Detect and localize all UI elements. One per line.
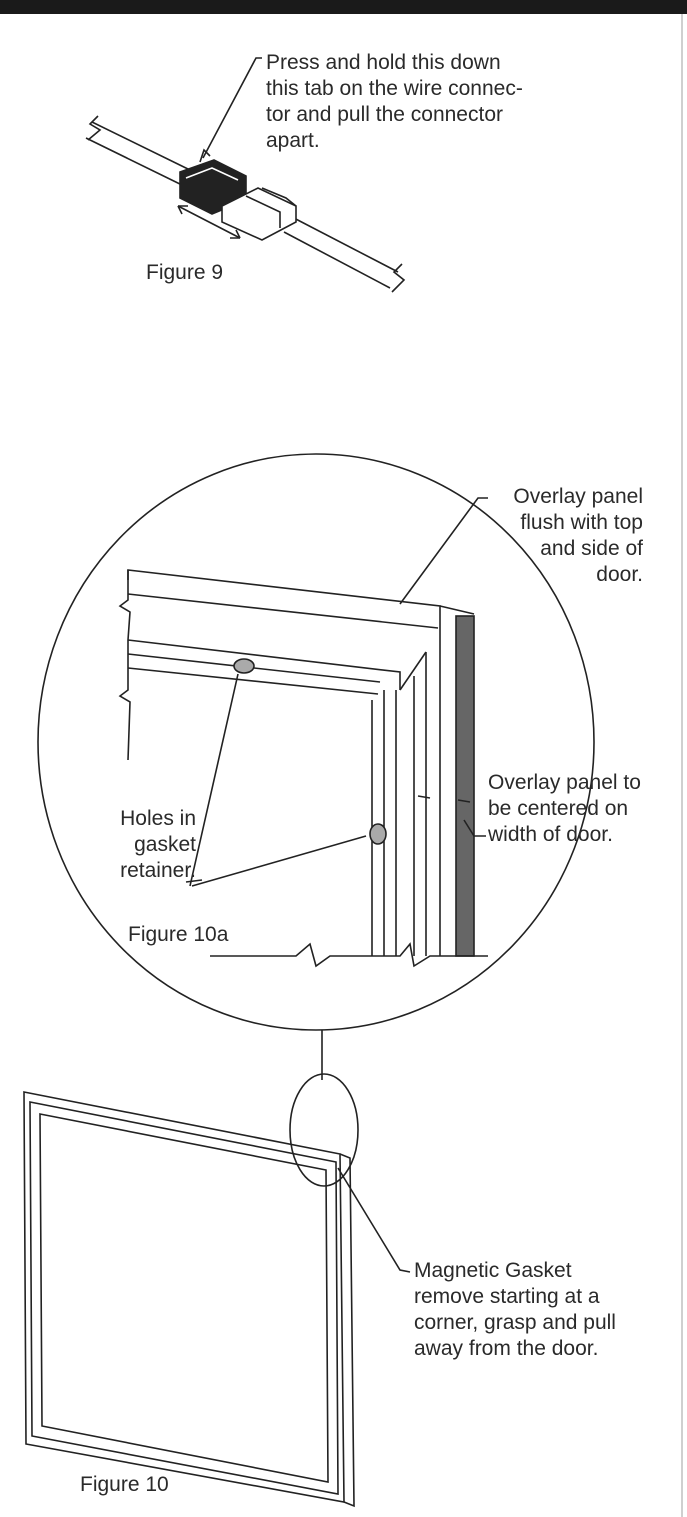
callout-line: away from the door. bbox=[414, 1337, 599, 1360]
callout-line: this tab on the wire connec- bbox=[266, 77, 523, 100]
figure-9-callout: Press and hold this down this tab on the… bbox=[266, 50, 523, 154]
callout-line: gasket bbox=[134, 833, 196, 856]
callout-line: Holes in bbox=[120, 807, 196, 830]
callout-line: be centered on bbox=[488, 797, 629, 820]
callout-line: corner, grasp and pull bbox=[414, 1311, 616, 1334]
figure-9-caption: Figure 9 bbox=[146, 261, 224, 284]
callout-line: Overlay panel bbox=[513, 485, 643, 508]
figure-10-caption: Figure 10 bbox=[80, 1473, 169, 1496]
callout-line: Overlay panel to bbox=[488, 771, 641, 794]
figure-10-door-drawing bbox=[23, 1073, 411, 1508]
callout-line: retainer. bbox=[120, 859, 196, 882]
figure-10a-caption: Figure 10a bbox=[128, 923, 229, 946]
callout-line: remove starting at a bbox=[414, 1285, 600, 1308]
callout-line: and side of bbox=[540, 537, 643, 560]
figure-9-connector-drawing bbox=[85, 57, 406, 293]
overlay-centered-callout: Overlay panel to be centered on width of… bbox=[488, 770, 641, 848]
overlay-flush-callout: Overlay panel flush with top and side of… bbox=[488, 484, 643, 588]
callout-line: Magnetic Gasket bbox=[414, 1259, 572, 1282]
callout-line: tor and pull the connector bbox=[266, 103, 503, 126]
callout-line: flush with top bbox=[520, 511, 643, 534]
page-right-rule bbox=[681, 14, 683, 1517]
figure-10a-detail-drawing bbox=[37, 453, 595, 1080]
callout-line: apart. bbox=[266, 129, 320, 152]
callout-line: door. bbox=[596, 563, 643, 586]
callout-line: width of door. bbox=[488, 823, 613, 846]
holes-callout: Holes in gasket retainer. bbox=[80, 806, 196, 884]
callout-line: Press and hold this down bbox=[266, 51, 501, 74]
page-header-bar bbox=[0, 0, 687, 14]
magnetic-gasket-callout: Magnetic Gasket remove starting at a cor… bbox=[414, 1258, 616, 1362]
